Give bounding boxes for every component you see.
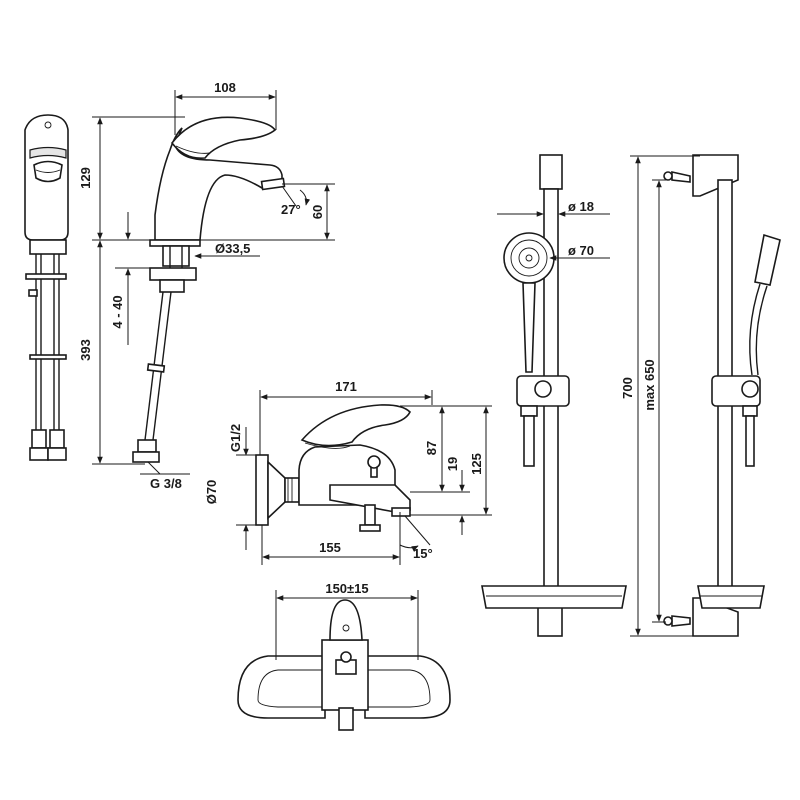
dim-rail-diameter: ø 18	[568, 199, 594, 214]
dim-bath-flange-diameter: Ø70	[204, 480, 219, 505]
dim-bath-centers: 150±15	[325, 581, 368, 596]
dim-basin-spout-height: 60	[310, 205, 325, 219]
basin-dimension-lines	[92, 90, 335, 475]
shower-rail-side-dimension-lines	[630, 155, 700, 637]
dim-basin-height-upper: 129	[78, 167, 93, 189]
dim-head-diameter: ø 70	[568, 243, 594, 258]
dim-bath-width: 171	[335, 379, 357, 394]
dim-basin-angle: 27°	[281, 202, 301, 217]
bath-front-dimension-lines	[275, 590, 419, 660]
bath-dimension-lines	[236, 390, 492, 565]
dim-bath-depth: 155	[319, 540, 341, 555]
shower-rail-dimension-lines	[497, 211, 610, 261]
bath-mixer-side-view	[255, 404, 411, 532]
dim-bath-angle: 15°	[413, 546, 433, 561]
dim-bath-thread: G1/2	[228, 424, 243, 452]
shower-rail-front-view	[481, 154, 627, 637]
dim-basin-hose-thread: G 3/8	[150, 476, 182, 491]
dim-bath-height-19: 19	[445, 457, 460, 471]
dim-basin-deck-thickness: 4 - 40	[110, 295, 125, 328]
dim-rail-length: 700	[620, 377, 635, 399]
dim-basin-hole-diameter: Ø33,5	[215, 241, 250, 256]
shower-rail-side-view	[663, 154, 781, 637]
dim-basin-width: 108	[214, 80, 236, 95]
basin-mixer-side-view	[24, 114, 69, 461]
dim-bath-height-125: 125	[469, 453, 484, 475]
dim-bath-height-87: 87	[424, 441, 439, 455]
dim-basin-lower-length: 393	[78, 339, 93, 361]
basin-mixer-front-view	[132, 116, 286, 463]
dim-rail-max-centers: max 650	[642, 359, 657, 410]
bath-mixer-front-view	[237, 599, 451, 731]
